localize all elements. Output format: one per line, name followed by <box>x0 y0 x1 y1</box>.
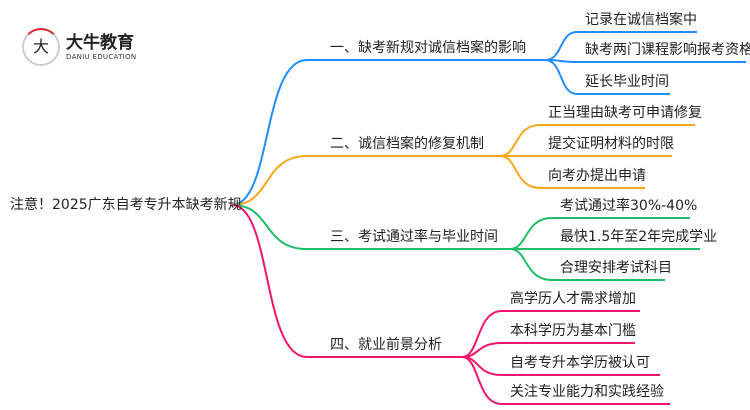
leaf-node[interactable]: 合理安排考试科目 <box>560 260 672 276</box>
leaf-node[interactable]: 缺考两门课程影响报考资格 <box>585 42 750 58</box>
leaf-node[interactable]: 关注专业能力和实践经验 <box>510 384 664 400</box>
branch-connector <box>231 59 545 206</box>
leaf-connector <box>461 310 640 358</box>
branch-node[interactable]: 二、诚信档案的修复机制 <box>330 136 484 152</box>
leaf-node[interactable]: 最快1.5年至2年完成学业 <box>560 229 718 245</box>
leaf-connector <box>509 248 665 281</box>
leaf-node[interactable]: 本科学历为基本门槛 <box>510 323 636 339</box>
logo: 大 大牛教育 DANIU EDUCATION <box>22 28 136 66</box>
leaf-connector <box>461 356 670 405</box>
leaf-node[interactable]: 延长毕业时间 <box>585 74 669 90</box>
leaf-node[interactable]: 正当理由缺考可申请修复 <box>548 105 702 121</box>
leaf-connector <box>544 59 746 63</box>
logo-subtitle: DANIU EDUCATION <box>66 52 137 61</box>
leaf-connector <box>461 342 635 358</box>
leaf-connector <box>544 31 697 61</box>
leaf-node[interactable]: 提交证明材料的时限 <box>548 136 674 152</box>
leaf-node[interactable]: 自考专升本学历被认可 <box>510 355 650 371</box>
leaf-node[interactable]: 向考办提出申请 <box>548 168 646 184</box>
branch-connector <box>231 155 500 206</box>
leaf-connector <box>499 124 695 157</box>
root-node[interactable]: 注意！2025广东自考专升本缺考新规 <box>10 197 242 213</box>
leaf-node[interactable]: 高学历人才需求增加 <box>510 291 636 307</box>
branch-node[interactable]: 四、就业前景分析 <box>330 337 442 353</box>
leaf-node[interactable]: 考试通过率30%-40% <box>560 198 698 214</box>
branch-connector <box>231 204 510 250</box>
branch-node[interactable]: 一、缺考新规对诚信档案的影响 <box>330 40 526 56</box>
leaf-connector <box>544 59 670 95</box>
logo-name: 大牛教育 <box>66 32 134 53</box>
leaf-connector <box>509 217 690 250</box>
branch-node[interactable]: 三、考试通过率与毕业时间 <box>330 229 498 245</box>
leaf-node[interactable]: 记录在诚信档案中 <box>585 12 697 28</box>
branch-connector <box>231 204 462 358</box>
logo-mark-icon: 大 <box>22 28 60 66</box>
leaf-connector <box>499 155 645 189</box>
